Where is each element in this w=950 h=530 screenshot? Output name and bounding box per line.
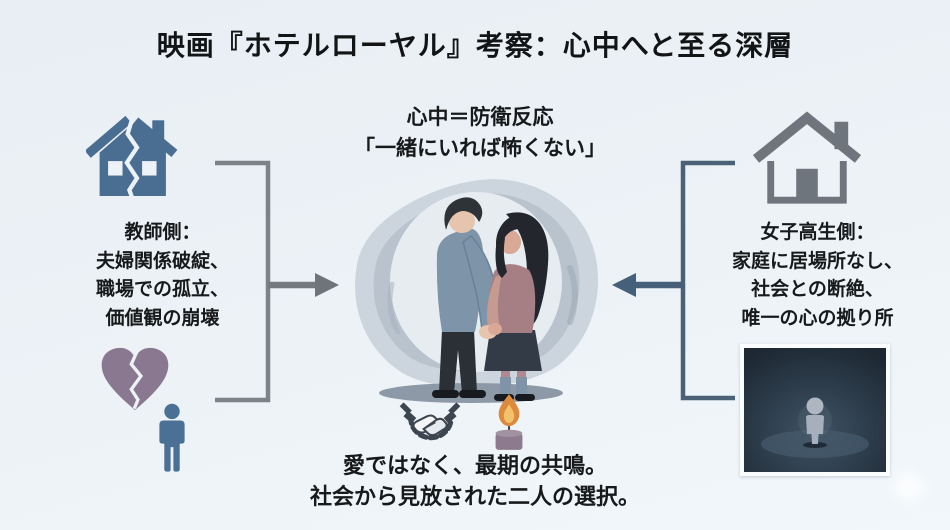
page-title: 映画『ホテルローヤル』考察：心中へと至る深層 bbox=[156, 30, 794, 61]
teacher-side-heading: 教師側： bbox=[124, 222, 201, 243]
handshake-chain-icon bbox=[398, 400, 462, 458]
claim-line-1: 心中＝防衛反応 bbox=[406, 106, 554, 129]
conclusion-line-1: 愛ではなく、最期の共鳴。 bbox=[342, 453, 607, 478]
teacher-side-text: 教師側： 夫婦関係破綻、 職場での孤立、 価値観の崩壊 bbox=[45, 219, 280, 333]
student-side-text: 女子高生側： 家庭に居場所なし、 社会との断絶、 唯一の心の拠り所 bbox=[695, 219, 940, 333]
claim-line-2: 「一緒にいれば怖くない」 bbox=[354, 137, 606, 160]
teacher-factor-2: 職場での孤立、 bbox=[95, 279, 229, 300]
teacher-factor-3: 価値観の崩壊 bbox=[105, 307, 220, 329]
couple-holding-hands-illustration bbox=[338, 172, 623, 407]
conclusion-line-2: 社会から見放された二人の選択。 bbox=[309, 484, 640, 509]
broken-heart-icon bbox=[98, 344, 172, 414]
student-factor-2: 社会との断絶、 bbox=[751, 279, 884, 300]
candle-icon bbox=[488, 392, 530, 454]
left-connector-arrow bbox=[205, 150, 345, 410]
student-factor-1: 家庭に居場所なし、 bbox=[731, 250, 903, 272]
right-connector-arrow bbox=[605, 150, 745, 410]
teacher-factor-1: 夫婦関係破綻、 bbox=[95, 250, 229, 272]
lonely-person-icon bbox=[151, 394, 193, 482]
center-conclusion-text: 愛ではなく、最期の共鳴。 社会から見放された二人の選択。 bbox=[225, 450, 725, 512]
student-side-heading: 女子高生側： bbox=[760, 222, 875, 243]
broken-house-icon bbox=[86, 106, 188, 206]
lone-figure-in-darkness-image bbox=[740, 344, 890, 476]
sparkle-watermark bbox=[890, 468, 928, 506]
center-claim-text: 心中＝防衛反応 「一緒にいれば怖くない」 bbox=[280, 102, 680, 164]
student-factor-3: 唯一の心の拠り所 bbox=[741, 307, 894, 329]
house-icon bbox=[748, 108, 866, 208]
